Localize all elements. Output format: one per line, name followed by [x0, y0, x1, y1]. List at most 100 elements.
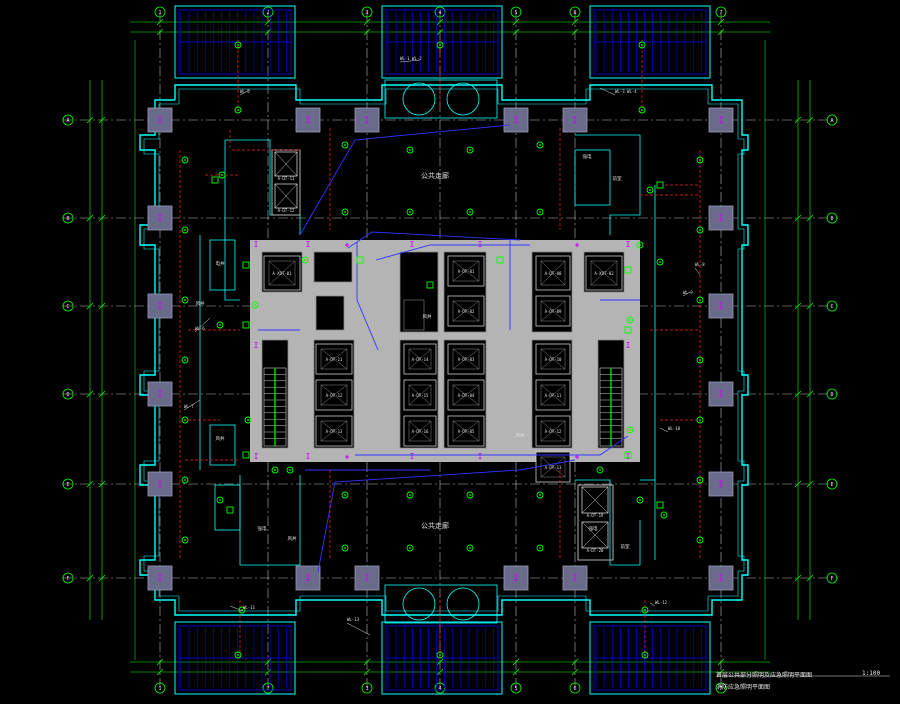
annotation-text: WL-7 [184, 404, 194, 409]
elevator-cross [452, 260, 480, 282]
structural-column [708, 107, 734, 133]
light-fixture-dot [639, 499, 641, 501]
light-fixture-dot [274, 469, 276, 471]
elevator-label: A-DT-11 [545, 393, 562, 398]
dimension-tick [512, 658, 520, 666]
elevator-label: A-DT-01 [458, 269, 475, 274]
elevator-cross [540, 300, 566, 322]
light-fixture-dot [409, 494, 411, 496]
light-fixture [238, 606, 246, 614]
structural-column [295, 565, 321, 591]
elevator-cross [274, 183, 298, 209]
elevator-car-inner [408, 384, 432, 406]
light-well-circle [446, 82, 480, 116]
elevator-cross [540, 384, 566, 406]
elevator-cross [540, 348, 566, 370]
elevator-car-inner [452, 420, 480, 442]
axis-bubble-top [569, 6, 581, 18]
emergency-device [656, 181, 664, 189]
annotation-leader [599, 87, 616, 96]
light-fixture-dot [649, 189, 651, 191]
room-label-right_side: 前室 [613, 175, 622, 182]
structural-column [147, 107, 173, 133]
core-column-mark: I [254, 240, 259, 249]
partition-wall [575, 479, 641, 566]
structural-column [354, 565, 380, 591]
light-fixture-dot [641, 44, 643, 46]
dimension-tick [806, 214, 814, 222]
axis-label-top: 7 [719, 10, 722, 16]
dimension-tick [363, 18, 371, 26]
light-fixture [406, 208, 414, 216]
light-fixture-dot [237, 44, 239, 46]
elevator-cross [581, 521, 609, 549]
elevator-cross [590, 260, 618, 286]
structural-column [503, 107, 529, 133]
column-mark: I [572, 574, 577, 584]
room-label-core_left_mid: 风井 [423, 313, 432, 320]
light-fixture [696, 156, 704, 164]
light-fixture-dot [304, 259, 306, 261]
dimension-tick [86, 214, 94, 222]
core-column-mark: I [306, 240, 311, 249]
light-fixture-dot [237, 654, 239, 656]
axis-bubble-left [62, 478, 74, 490]
structural-column [562, 565, 588, 591]
annotation-text: WL-3 WL-4 [615, 89, 637, 94]
column-mark: I [513, 574, 518, 584]
elevator-cross [540, 420, 566, 442]
structural-column [503, 565, 529, 591]
elevator-cross [452, 300, 480, 322]
column-mark: I [364, 574, 369, 584]
light-fixture-dot [699, 419, 701, 421]
light-fixture [181, 296, 189, 304]
axis-label-top: 2 [266, 10, 269, 16]
structural-column [147, 471, 173, 497]
axis-label-top: 6 [573, 10, 576, 16]
axis-label-bottom: 2 [266, 686, 269, 692]
zone-label-north: 公共走廊 [421, 171, 449, 180]
elevator-label: A-DT-19 [587, 513, 604, 518]
column-mark: I [364, 116, 369, 126]
room-label-left_lower: 风井 [216, 435, 225, 442]
light-fixture-dot [699, 159, 701, 161]
core-column-mark: ✚ [575, 452, 580, 461]
axis-bubble-right [826, 212, 838, 224]
light-fixture [181, 476, 189, 484]
balcony-frame [381, 5, 503, 79]
dimension-tick [363, 28, 371, 36]
core-small-room [403, 299, 425, 331]
axis-bubble-right [826, 114, 838, 126]
elevator-car-inner [320, 420, 348, 442]
annotation-leader [399, 59, 421, 63]
light-fixture-dot [344, 494, 346, 496]
elevator-car-inner [540, 420, 566, 442]
elevator-label: A-DT-11 [326, 357, 343, 362]
dimension-tick [98, 302, 106, 310]
dimension-tick [806, 390, 814, 398]
light-fixture-dot [247, 419, 249, 421]
core-column-mark: I [410, 240, 415, 249]
elevator-cross [408, 348, 432, 370]
partition-wall [575, 134, 641, 235]
axis-label-left: F [66, 576, 69, 582]
axis-bubble-top [361, 6, 373, 18]
elevator-label: A-DT-13 [545, 465, 562, 470]
column-mark: I [572, 116, 577, 126]
elevator-cross [581, 486, 609, 514]
light-fixture [181, 416, 189, 424]
elevator-label: A-DT-10 [545, 357, 562, 362]
dimension-tick [806, 116, 814, 124]
light-fixture [638, 41, 646, 49]
annotation-text: WL-11 [243, 605, 256, 610]
light-fixture-dot [699, 359, 701, 361]
light-fixture [216, 321, 224, 329]
balcony-frame [589, 621, 711, 695]
dimension-tick [156, 668, 164, 676]
core-opening [313, 251, 353, 283]
light-fixture [234, 41, 242, 49]
core-column-mark: ✚ [345, 240, 350, 249]
elevator-cross [320, 384, 348, 406]
light-fixture-dot [184, 229, 186, 231]
